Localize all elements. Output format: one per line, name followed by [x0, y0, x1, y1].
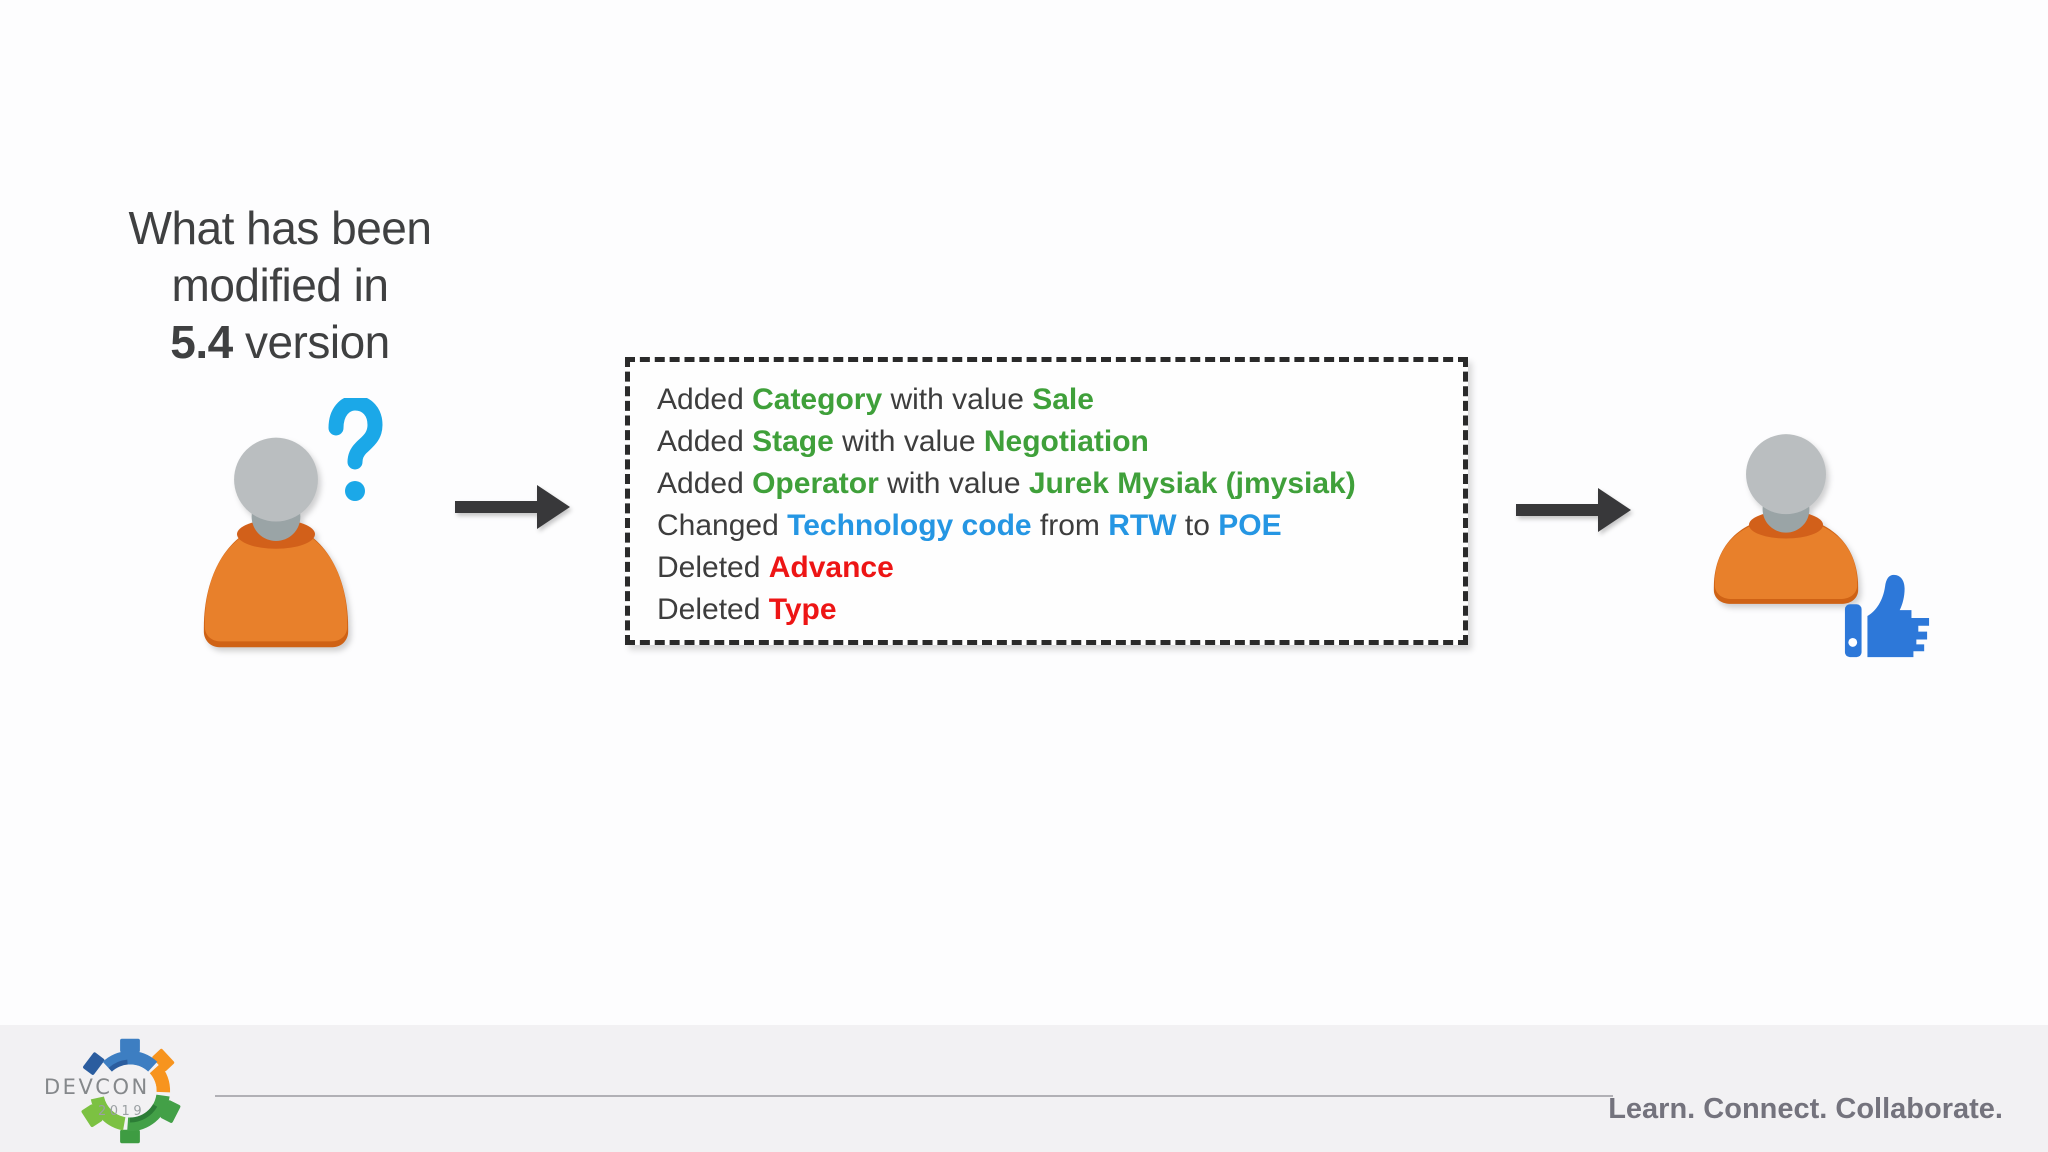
segment-action: Added — [657, 383, 753, 416]
change-line-2: Added Stage with value Negotiation — [657, 421, 1445, 463]
person-icon — [1713, 434, 1859, 604]
change-line-6: Deleted Type — [657, 589, 1445, 631]
arrow-right-icon — [455, 485, 570, 529]
segment-field: Operator — [752, 467, 879, 500]
segment-action: Changed — [657, 509, 788, 542]
segment-action: Added — [657, 425, 753, 458]
segment-connector: with value — [878, 467, 1029, 500]
change-line-1: Added Category with value Sale — [657, 379, 1445, 421]
footer-tagline: Learn. Connect. Collaborate. — [1608, 1093, 2003, 1125]
footer-bar: DEVCON 2019 Learn. Connect. Collaborate. — [0, 1025, 2048, 1152]
change-line-4: Changed Technology code from RTW to POE — [657, 505, 1445, 547]
title-line-1: What has been — [128, 202, 432, 254]
devcon-year-text: 2019 — [98, 1104, 146, 1119]
title-line-3: 5.4 version — [85, 314, 475, 371]
change-line-5: Deleted Advance — [657, 547, 1445, 589]
segment-field: Type — [768, 593, 837, 626]
arrow-right-icon — [1516, 488, 1631, 532]
person-icon — [203, 437, 349, 648]
segment-value: Sale — [1032, 383, 1094, 416]
segment-field: Stage — [752, 425, 834, 458]
segment-value: Negotiation — [983, 425, 1149, 458]
question-mark-icon — [328, 398, 383, 501]
user-thumbsup-figure — [1708, 433, 1938, 668]
segment-action: Added — [657, 467, 753, 500]
segment-field: Technology code — [787, 509, 1032, 542]
version-number: 5.4 — [170, 316, 233, 368]
segment-old-value: RTW — [1108, 509, 1177, 542]
segment-action: Deleted — [657, 593, 769, 626]
title-line-2: modified in — [171, 259, 389, 311]
change-line-3: Added Operator with value Jurek Mysiak (… — [657, 463, 1445, 505]
segment-action: Deleted — [657, 551, 769, 584]
segment-value: Jurek Mysiak (jmysiak) — [1028, 467, 1356, 500]
segment-connector: from — [1031, 509, 1109, 542]
segment-field: Advance — [768, 551, 894, 584]
segment-connector: with value — [833, 425, 984, 458]
segment-field: Category — [752, 383, 883, 416]
devcon-brand-text: DEVCON — [44, 1075, 150, 1099]
segment-connector-2: to — [1176, 509, 1219, 542]
footer-divider — [215, 1095, 1613, 1097]
segment-connector: with value — [882, 383, 1033, 416]
user-question-figure — [198, 398, 398, 656]
segment-new-value: POE — [1218, 509, 1282, 542]
page-title: What has been modified in 5.4 version — [85, 200, 475, 371]
devcon-gear-logo-icon — [81, 1038, 181, 1144]
thumbs-up-icon — [1844, 574, 1930, 658]
changes-box: Added Category with value Sale Added Sta… — [625, 357, 1468, 645]
version-suffix: version — [232, 316, 390, 368]
